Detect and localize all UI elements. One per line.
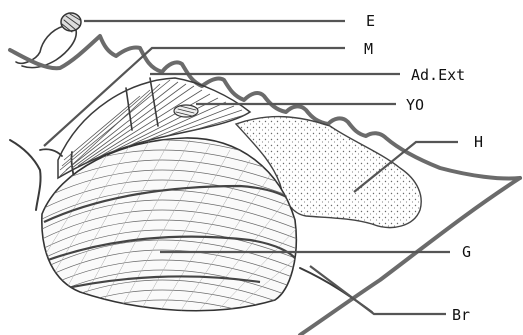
rostrum-edge bbox=[10, 140, 41, 210]
label-m: M bbox=[364, 40, 373, 58]
label-br: Br bbox=[452, 306, 470, 324]
leader-br bbox=[310, 266, 446, 314]
label-e: E bbox=[366, 12, 375, 30]
label-adext: Ad.Ext bbox=[411, 66, 465, 84]
label-h: H bbox=[474, 133, 483, 151]
label-yo: YO bbox=[406, 96, 424, 114]
label-g: G bbox=[462, 243, 471, 261]
y-organ bbox=[174, 105, 198, 117]
